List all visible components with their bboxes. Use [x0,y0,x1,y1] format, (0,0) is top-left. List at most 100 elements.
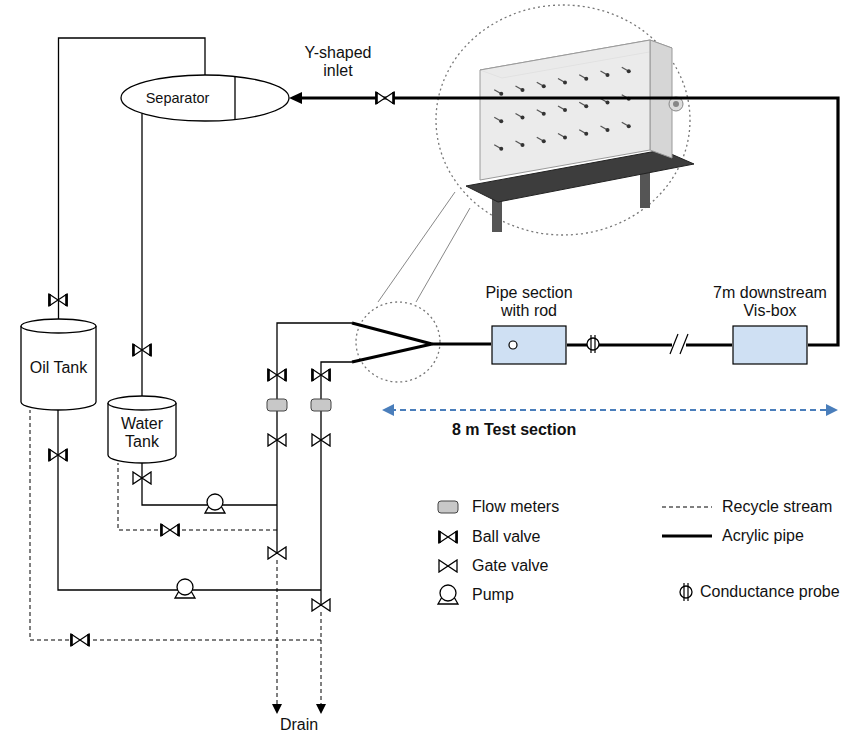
drawing-part [584,77,588,81]
node-outline [491,325,567,365]
drawing-part [606,101,610,105]
drawing-part [376,92,394,104]
drawing-part [161,524,179,536]
node-label: Pipe section with rod [477,284,581,320]
drawing-part [480,40,650,180]
drawing-part [542,139,546,143]
drawing-part [121,75,289,121]
drawing-part [277,560,278,706]
drawing-part [492,326,566,364]
drawing-part [563,108,567,112]
drawing-part [21,319,96,333]
node-label: Water Tank [109,415,175,451]
legend-text: Conductance probe [700,583,840,601]
drawing-part [662,507,712,508]
drawing-part [584,104,588,108]
drawing-part [118,463,277,530]
drawing-part [438,501,458,513]
drawing-part [352,323,491,362]
pipe-connector [302,98,838,345]
drawing-part [521,88,525,92]
drawing-part [542,84,546,88]
drawing-part [108,403,176,463]
drawing-part [627,69,631,73]
drawing-part [499,119,503,123]
drawing-part [439,560,457,572]
pipe-connector [141,113,142,396]
drawing-part [733,326,807,364]
separator-vessel: Separator [120,74,290,122]
drawing-part [499,92,503,96]
oil-tank: Oil Tank [20,318,97,410]
node-label: Oil Tank [22,359,95,377]
drawing-part [670,334,688,354]
drawing-part [352,323,432,362]
drawing-part [466,40,694,232]
drawing-part [133,472,151,484]
drawing-part [58,323,352,605]
water-tank: Water Tank [107,395,177,463]
drawing-part [521,143,525,147]
drawing-part [378,192,470,302]
drawing-part [321,612,322,706]
drawing-part [587,335,599,353]
drawing-part [606,73,610,77]
drawing-part [49,294,67,306]
legend-text: Pump [472,586,514,604]
legend-text: Ball valve [472,528,540,546]
section-label: 8 m Test section [452,421,602,439]
drawing-part [205,494,225,513]
drawing-part [321,362,352,605]
legend-text: Gate valve [472,557,548,575]
drawing-part [436,5,690,235]
drawing-part [175,579,195,598]
drawing-part [521,116,525,120]
drawing-part [563,81,567,85]
legend-text: Flow meters [472,498,559,516]
drawing-part [542,112,546,116]
drawing-part [277,323,352,553]
drawing-part [390,409,828,411]
drawing-part [272,704,326,714]
drawing-part [439,531,457,543]
drawing-part [382,404,838,416]
node-label: 7m downstream Vis-box [705,284,835,320]
drawing-part [234,77,235,120]
drawing-part [108,396,176,410]
drawing-part [662,534,712,537]
arrow-head [289,92,302,104]
drawing-part [563,136,567,140]
drawing-part [312,599,330,611]
drawing-part [673,101,679,107]
drawing-part [268,369,286,381]
drawing-part [133,344,151,356]
drain-label: Drain [280,716,318,734]
drawing-part [584,132,588,136]
drawing-part [311,399,331,411]
drawing-part [312,434,330,446]
drawing-part [268,547,286,559]
drawing-part [438,585,458,604]
legend-text: Acrylic pipe [722,527,804,545]
drawing-part [509,341,517,349]
vis-box: 7m downstream Vis-box [732,325,808,365]
drawing-part [432,342,491,345]
drawing-part [21,326,96,410]
legend-text: Recycle stream [722,498,832,516]
drawing-part [627,124,631,128]
drawing-part [58,410,321,590]
callout-label: Y-shaped inlet [296,44,380,80]
drawing-part [267,399,287,411]
drawing-part [71,634,89,646]
drawing-part [49,449,67,461]
drawing-part [312,369,330,381]
drawing-part [606,128,610,132]
node-outline [732,325,808,365]
drawing-part [680,583,692,601]
pipe-section-box: Pipe section with rod [491,325,567,365]
drawing-part [499,147,503,151]
